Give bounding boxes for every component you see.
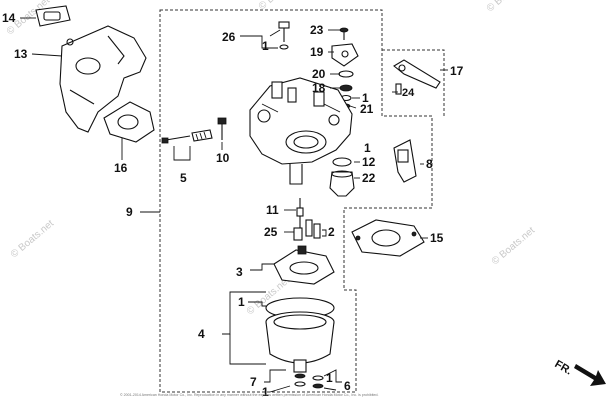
part-3-float [273,245,335,285]
watermark: © Boats.net [9,218,56,260]
part-label: 9 [126,205,133,219]
part-label: 21 [360,102,374,116]
part-label: 3 [236,265,243,279]
direction-label: FR. [553,358,574,377]
assembly-outline [159,9,433,393]
part-label: 14 [2,11,16,25]
part-19-plate [331,43,359,67]
part-23-screw [339,27,349,40]
arrow-icon [574,364,606,386]
part-label: 7 [250,375,257,389]
parts-25-2-jets [293,219,321,241]
part-label: 12 [362,155,376,169]
part-15-gasket [351,219,425,257]
part-label: 24 [402,87,415,99]
part-label: 25 [264,225,278,239]
part-label: 1 [262,385,269,399]
part-label: 1 [362,91,369,105]
part-26-pilot-jet [278,21,290,50]
part-label: 6 [344,379,351,393]
part-17-choke-lever [393,59,441,95]
watermark: © Boats.net [485,0,532,14]
front-direction-indicator: FR. [553,358,606,386]
part-16-gasket [103,101,155,143]
part-label: 1 [262,39,269,53]
part-4-float-bowl [265,311,335,373]
part-17-outline [382,49,445,116]
part-13-bracket [59,25,147,133]
leader-lines [20,17,448,393]
part-label: 5 [180,171,187,185]
part-12-o-ring [332,157,352,167]
part-label: 20 [312,67,326,81]
copyright-fine-print: © 2001-2014 American Honda Motor Co., In… [120,393,379,397]
part-22-valve [329,170,355,197]
part-label: 19 [310,45,324,59]
part-8-lever [393,139,417,183]
part-label: 1 [238,295,245,309]
part-label: 26 [222,30,236,44]
watermark: © Boats.net [490,225,537,267]
part-label: 1 [364,141,371,155]
part-label: 10 [216,151,230,165]
part-label: 8 [426,157,433,171]
part-label: 23 [310,23,324,37]
part-label: 16 [114,161,128,175]
watermark: © Boats.net [245,275,292,317]
part-label: 1 [326,371,333,385]
part-label: 18 [312,81,326,95]
part-label: 15 [430,231,444,245]
parts-7-1-6-screws [294,373,324,389]
part-label: 13 [14,47,28,61]
part-10-screw [217,117,227,140]
part-label: 11 [266,203,279,217]
part-5-screw-set [161,129,213,144]
part-14-gasket [35,5,71,27]
carburetor-body [249,77,353,185]
part-labels: 14 13 16 5 10 9 26 1 23 19 20 18 1 21 17… [2,11,464,399]
part-label: 17 [450,64,464,78]
part-label: 2 [328,225,335,239]
part-11-needle [296,198,304,228]
part-label: 4 [198,327,205,341]
part-label: 22 [362,171,376,185]
